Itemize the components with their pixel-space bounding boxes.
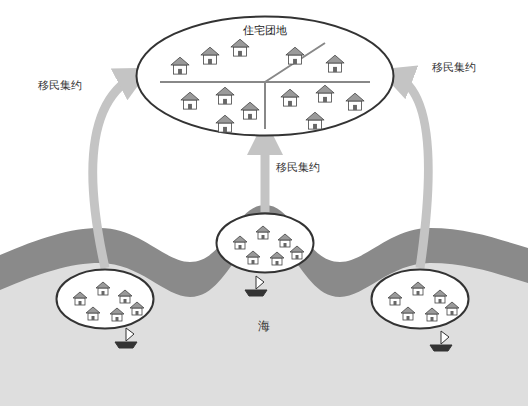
- house-icon: [73, 292, 87, 305]
- house-icon: [231, 39, 249, 56]
- migration-arrow: [93, 76, 135, 268]
- house-icon: [233, 236, 247, 249]
- house-icon: [201, 47, 219, 64]
- house-icon: [246, 251, 260, 264]
- village-ellipse: [215, 212, 315, 274]
- ellipse-outline: [370, 268, 470, 330]
- migration-arrow: [395, 76, 428, 268]
- house-icon: [171, 57, 189, 74]
- house-icon: [316, 85, 334, 102]
- house-icon: [425, 308, 439, 321]
- migration-arrow: [261, 137, 270, 212]
- ellipse-outline: [215, 212, 315, 274]
- house-icon: [433, 290, 447, 303]
- housing-estate-ellipse: 住宅团地: [135, 15, 395, 137]
- arrow-label: 移民集约: [430, 60, 478, 75]
- village-ellipse: [55, 268, 155, 330]
- house-icon: [281, 89, 299, 106]
- house-icon: [401, 307, 415, 320]
- house-icon: [110, 308, 124, 321]
- sea-label: 海: [258, 318, 270, 335]
- node-title: 住宅团地: [243, 23, 287, 38]
- house-icon: [96, 282, 110, 295]
- arrow-label: 移民集约: [274, 160, 322, 175]
- road-line: [160, 43, 370, 129]
- house-icon: [86, 307, 100, 320]
- house-icon: [241, 102, 259, 119]
- house-icon: [346, 93, 364, 110]
- house-icon: [216, 87, 234, 104]
- house-icon: [411, 282, 425, 295]
- arrow-label: 移民集约: [36, 78, 84, 93]
- house-icon: [270, 252, 284, 265]
- house-icon: [181, 92, 199, 109]
- house-icon: [445, 302, 459, 315]
- house-icon: [216, 115, 234, 132]
- house-icon: [256, 226, 270, 239]
- house-icon: [388, 292, 402, 305]
- house-icon: [286, 47, 304, 64]
- coast-band: [0, 205, 528, 406]
- house-icon: [326, 55, 344, 72]
- ellipse-outline: [55, 268, 155, 330]
- house-icon: [118, 290, 132, 303]
- house-icon: [290, 246, 304, 259]
- village-ellipse: [370, 268, 470, 330]
- house-icon: [130, 302, 144, 315]
- house-icon: [278, 234, 292, 247]
- house-icon: [306, 112, 324, 129]
